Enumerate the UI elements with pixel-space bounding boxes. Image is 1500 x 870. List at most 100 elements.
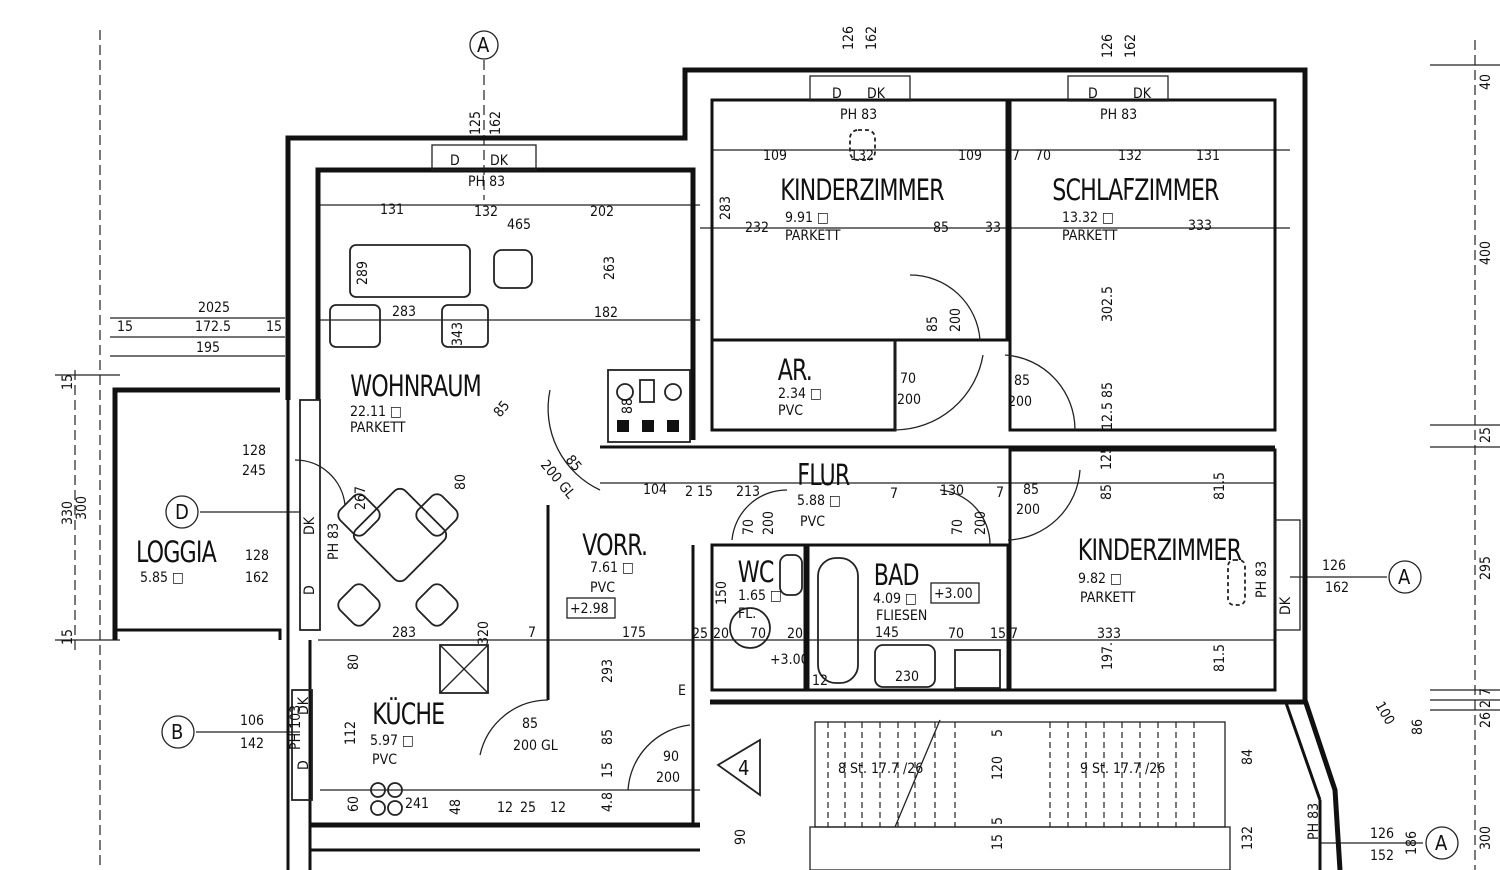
dimension-label: 128 <box>245 548 269 564</box>
dimension-label: 162 <box>488 111 504 135</box>
axis-a-top-marker <box>469 30 499 60</box>
dimension-label: 88 <box>620 398 636 414</box>
dimension-label: 12 <box>550 800 566 816</box>
dimension-label: 302.5 <box>1100 286 1116 322</box>
dimension-label: 25 <box>520 800 536 816</box>
dimension-label: 86 <box>1410 719 1426 735</box>
dimension-label: 25 <box>1478 427 1494 443</box>
doors <box>294 274 1081 791</box>
axis-a-right-marker <box>1388 560 1422 594</box>
room-vorraum: VORR.7.61 □PVC +2.98 <box>566 529 648 619</box>
axis-a-bottom-marker <box>1425 826 1459 860</box>
dimension-label: D <box>450 153 460 169</box>
dimension-label: 5.85 □ <box>140 570 184 586</box>
dimension-label: DK <box>1133 86 1152 102</box>
dimension-label: PARKETT <box>1062 228 1118 244</box>
dimension-label: 128 <box>242 443 266 459</box>
dimension-label: KINDERZIMMER <box>1078 534 1242 567</box>
dimension-label: 230 <box>895 669 919 685</box>
dimension-label: 9.91 □ <box>785 210 829 226</box>
dimension-label: 5.97 □ <box>370 733 414 749</box>
dimension-label: E <box>678 683 686 699</box>
dimension-label: 195 <box>196 340 220 356</box>
dimension-label: 2025 <box>198 300 230 316</box>
axis-d-label: D <box>175 500 189 524</box>
dimension-label: 131 <box>380 202 404 218</box>
dimension-label: WC <box>738 556 774 589</box>
axis-markers: A A A D B 4 <box>161 30 1459 860</box>
dimension-label: 85 <box>522 716 538 732</box>
dimension-label: 40 <box>1478 74 1494 90</box>
dimension-label: 330 <box>60 501 76 525</box>
dimension-label: PVC <box>800 514 825 530</box>
dimension-label: 132 <box>474 204 498 220</box>
dimension-label: 245 <box>242 463 266 479</box>
dimension-label: PH 83 <box>1100 107 1137 123</box>
level-mark: +2.98 <box>570 601 609 617</box>
dimension-label: D <box>1088 86 1098 102</box>
dimension-label: 70 <box>900 371 916 387</box>
dimension-label: FLUR <box>797 459 850 492</box>
stair-section-label: 4 <box>738 756 749 780</box>
dimension-label: 2 15 <box>685 484 713 500</box>
dimension-label: 283 <box>392 625 416 641</box>
dimension-label: 7 <box>1010 626 1018 642</box>
dimension-label: 4.8 <box>600 792 616 812</box>
dimension-label: D <box>296 760 312 770</box>
dimension-label: 126 <box>1322 558 1346 574</box>
dimension-label: PARKETT <box>350 420 406 436</box>
dimension-label: 5 <box>990 817 1006 825</box>
furniture <box>291 129 1246 816</box>
dimension-label: 20 <box>713 626 729 642</box>
dimension-label: 20 <box>787 626 803 642</box>
dimension-label: 200 <box>761 511 777 535</box>
dimension-label: 84 <box>1240 749 1256 765</box>
dimension-label: 70 <box>950 519 966 535</box>
dimension-label: VORR. <box>582 529 647 562</box>
dimension-label: 7 <box>996 485 1004 501</box>
dimension-label: PVC <box>778 403 803 419</box>
dimension-label: KINDERZIMMER <box>780 174 944 207</box>
dimension-label: 112 <box>343 721 359 745</box>
dimension-label: 109 <box>958 148 982 164</box>
dimension-label: 80 <box>346 654 362 670</box>
dimension-label: 200 GL <box>513 738 558 754</box>
dimension-label: 200 <box>656 770 680 786</box>
dimension-label: 13.32 □ <box>1062 210 1114 226</box>
dimension-label: 295 <box>1478 556 1494 580</box>
dimension-label: 333 <box>1188 218 1212 234</box>
dimension-label: 142 <box>240 736 264 752</box>
dimension-label: 81.5 <box>1212 472 1228 500</box>
dimension-label: PARKETT <box>1080 590 1136 606</box>
dimension-label: 175 <box>622 625 646 641</box>
dimension-label: 15 <box>60 629 76 645</box>
dimension-label: PH 83 <box>326 523 342 560</box>
dimension-label: BAD <box>874 559 919 592</box>
dimension-label: DK <box>490 153 509 169</box>
dimension-label: 85 <box>491 398 514 421</box>
dimension-label: 162 <box>1325 580 1349 596</box>
dimension-label: 85 <box>1099 484 1115 500</box>
dimension-label: 120 <box>990 756 1006 780</box>
dimension-label: 80 <box>453 474 469 490</box>
dimension-label: 15 <box>990 834 1006 850</box>
dimension-label: 200 <box>1008 394 1032 410</box>
dimension-label: 7 <box>890 486 898 502</box>
dimension-label: 104 <box>643 482 667 498</box>
dimension-label: 4.09 □ <box>873 591 917 607</box>
dimension-label: 70 <box>750 626 766 642</box>
dimension-label: 85 <box>600 729 616 745</box>
dimension-label: 100 <box>1372 699 1398 728</box>
dimension-label: 70 <box>741 519 757 535</box>
axis-a-label: A <box>1398 565 1411 589</box>
dimension-label: 132 <box>850 148 874 164</box>
dimension-label: 1.65 □ <box>738 588 782 604</box>
dimension-label: 85 <box>1014 373 1030 389</box>
dimension-label: 70 <box>948 626 964 642</box>
dimension-label: 90 <box>733 829 749 845</box>
dimension-label: 232 <box>745 220 769 236</box>
dimension-label: DK <box>867 86 886 102</box>
